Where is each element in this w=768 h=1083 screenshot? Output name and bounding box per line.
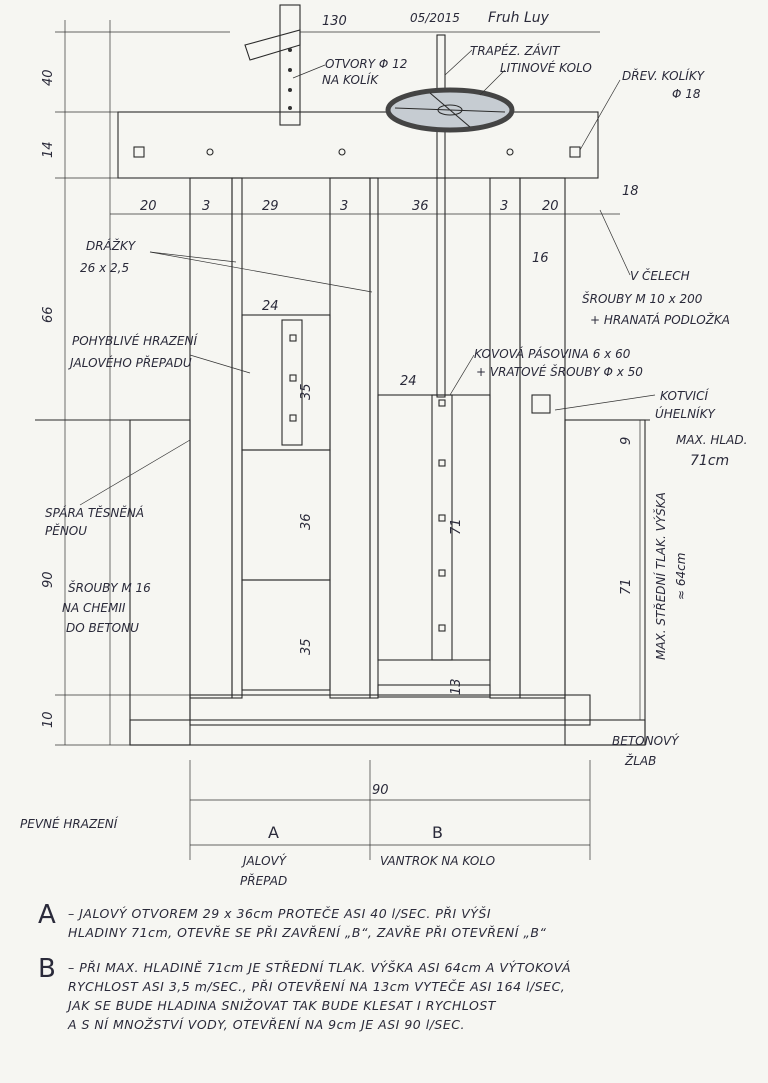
label-pin-holes-2: NA KOLÍK xyxy=(322,72,379,87)
dim-20-left: 20 xyxy=(140,199,157,214)
label-in-ends: V ČELECH xyxy=(630,268,690,283)
label-wood-pins-2: Φ 18 xyxy=(672,87,701,101)
dimension-lines xyxy=(35,20,650,860)
label-anchor: KOTVICÍ xyxy=(660,388,709,403)
dim-13: 13 xyxy=(449,678,464,695)
dim-130: 130 xyxy=(322,14,347,29)
label-foam: SPÁRA TĚSNĚNÁ xyxy=(45,505,144,520)
label-bolts-chem: ŠROUBY M 16 xyxy=(68,580,151,595)
label-pressure-height: MAX. STŘEDNÍ TLAK. VÝŠKA xyxy=(653,492,668,660)
dim-90-vertical: 90 xyxy=(41,571,56,588)
label-max-level: MAX. HLAD. xyxy=(676,433,747,447)
dim-18: 18 xyxy=(622,184,639,199)
label-anchor-2: ÚHELNÍKY xyxy=(655,406,716,421)
label-wheel-flume: VANTROK NA KOLO xyxy=(380,854,495,868)
label-bolt: ŠROUBY M 10 x 200 xyxy=(582,291,703,306)
gate-b xyxy=(377,394,491,661)
dim-90-horizontal: 90 xyxy=(372,783,389,798)
note-line: – JALOVÝ OTVOREM 29 x 36cm PROTEČE ASI 4… xyxy=(68,906,492,921)
rack-post xyxy=(244,4,301,126)
note-line: A S NÍ MNOŽSTVÍ VODY, OTEVŘENÍ NA 9cm JE… xyxy=(68,1017,465,1032)
dim-35-a: 35 xyxy=(299,383,314,400)
label-grooves-2: 26 x 2,5 xyxy=(80,261,129,275)
label-wheel: LITINOVÉ KOLO xyxy=(500,60,592,75)
dim-3-a: 3 xyxy=(202,199,210,214)
note-line: JAK SE BUDE HLADINA SNIŽOVAT TAK BUDE KL… xyxy=(68,998,496,1013)
dim-16: 16 xyxy=(532,251,549,266)
dim-9: 9 xyxy=(619,437,634,445)
label-max-level-2: 71cm xyxy=(690,453,729,469)
dim-3-c: 3 xyxy=(500,199,508,214)
wood-pins xyxy=(133,146,581,158)
dim-24-a: 24 xyxy=(262,299,279,314)
note-a: A – JALOVÝ OTVOREM 29 x 36cm PROTEČE ASI… xyxy=(38,900,758,942)
label-movable-gate: POHYBLIVÉ HRAZENÍ xyxy=(72,333,198,348)
note-line: – PŘI MAX. HLADINĚ 71cm JE STŘEDNÍ TLAK.… xyxy=(68,960,572,975)
label-bolts-chem-2: NA CHEMII xyxy=(62,601,126,615)
label-bolt-2: + HRANATÁ PODLOŽKA xyxy=(590,312,730,327)
note-line: RYCHLOST ASI 3,5 m/SEC., PŘI OTEVŘENÍ NA… xyxy=(68,979,566,994)
date: 05/2015 xyxy=(410,11,460,25)
dim-14: 14 xyxy=(41,141,56,158)
dim-20-right: 20 xyxy=(542,199,559,214)
cast-wheel xyxy=(385,87,515,133)
threaded-rod xyxy=(436,34,446,398)
top-beam xyxy=(117,111,599,179)
dim-36-b: 36 xyxy=(299,513,314,530)
label-grooves: DRÁŽKY xyxy=(86,238,137,253)
notes: A – JALOVÝ OTVOREM 29 x 36cm PROTEČE ASI… xyxy=(38,900,758,1046)
wooden-frame xyxy=(189,177,591,726)
label-section-a: A xyxy=(268,823,279,842)
anchor-angle xyxy=(531,394,551,414)
dim-66: 66 xyxy=(41,306,56,323)
leader-lines xyxy=(79,49,656,506)
label-pressure-height-2: ≈ 64cm xyxy=(674,553,688,600)
dim-10: 10 xyxy=(41,711,56,728)
label-spillway-2: PŘEPAD xyxy=(240,873,287,888)
label-thread: TRAPÉZ. ZÁVIT xyxy=(470,43,561,58)
label-movable-gate-2: JALOVÉHO PŘEPADU xyxy=(68,355,192,370)
dim-35-b: 35 xyxy=(299,638,314,655)
concrete-trough xyxy=(129,419,646,746)
label-fixed-gate: PEVNÉ HRAZENÍ xyxy=(20,816,119,831)
label-section-b: B xyxy=(432,823,443,842)
dim-24-b: 24 xyxy=(400,374,417,389)
dim-40: 40 xyxy=(41,69,56,86)
note-line: HLADINY 71cm, OTEVŘE SE PŘI ZAVŘENÍ „B“,… xyxy=(68,925,547,940)
dim-29: 29 xyxy=(262,199,279,214)
note-b: B – PŘI MAX. HLADINĚ 71cm JE STŘEDNÍ TLA… xyxy=(38,954,758,1034)
label-wood-pins: DŘEV. KOLÍKY xyxy=(622,68,706,83)
signature: Fruh Luy xyxy=(488,10,550,26)
label-concrete: BETONOVÝ xyxy=(612,733,680,748)
dim-71-a: 71 xyxy=(449,518,464,535)
note-a-key: A xyxy=(38,900,57,930)
note-b-key: B xyxy=(38,954,57,984)
label-bolts-chem-3: DO BETONU xyxy=(66,621,139,635)
label-spillway: JALOVÝ xyxy=(241,853,288,868)
label-concrete-2: ŽLAB xyxy=(624,753,656,768)
dim-36: 36 xyxy=(412,199,429,214)
gate-a xyxy=(241,314,331,691)
dim-3-b: 3 xyxy=(340,199,348,214)
label-metal-strip: KOVOVÁ PÁSOVINA 6 x 60 xyxy=(474,346,631,361)
label-foam-2: PĚNOU xyxy=(45,523,87,538)
label-pin-holes: OTVORY Φ 12 xyxy=(325,57,407,71)
dim-71-b: 71 xyxy=(619,578,634,595)
label-metal-strip-2: + VRATOVÉ ŠROUBY Φ x 50 xyxy=(476,364,643,379)
